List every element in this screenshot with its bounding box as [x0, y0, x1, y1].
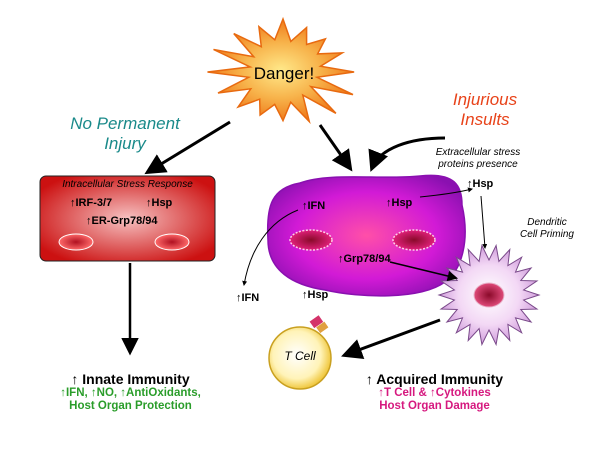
- cell-hsp-label: ↑Hsp: [386, 197, 413, 209]
- injurious-line2: Insults: [460, 109, 510, 129]
- extracellular-hsp-label: ↑Hsp: [467, 178, 494, 190]
- arrow-dendritic-to-tcell: [341, 318, 441, 360]
- acquired-immunity-block: ↑ Acquired Immunity ↑T Cell & ↑Cytokines…: [342, 371, 527, 414]
- no-permanent-injury-label: No Permanent Injury: [60, 114, 190, 153]
- cell-nucleus-left: [289, 229, 333, 251]
- extracellular-line2: proteins presence: [438, 158, 518, 170]
- extracellular-line1: Extracellular stress: [435, 147, 521, 158]
- dendritic-label: Dendritic Cell Priming: [505, 217, 589, 240]
- dendritic-line2: Cell Priming: [520, 228, 574, 240]
- danger-label: Danger!: [253, 64, 315, 83]
- floating-hsp-label: ↑Hsp: [302, 289, 329, 301]
- acquired-title: ↑ Acquired Immunity: [365, 371, 504, 387]
- intra-hsp-label: ↑Hsp: [146, 197, 173, 209]
- cell-nucleus-right: [392, 229, 436, 251]
- arrow-cell-to-ifn: [242, 209, 299, 286]
- cell-ifn-label: ↑IFN: [302, 200, 326, 212]
- arrow-danger-to-cell: [318, 124, 353, 172]
- intracellular-title: Intracellular Stress Response: [62, 179, 193, 190]
- arrow-grp-to-dendritic: [389, 261, 459, 282]
- arrow-insults-to-cell: [368, 136, 446, 172]
- no-injury-line1: No Permanent: [70, 114, 180, 133]
- arrow-extracellular-to-dendritic: [480, 195, 488, 249]
- arrow-danger-to-intracellular: [144, 120, 231, 175]
- innate-title: ↑ Innate Immunity: [71, 371, 190, 387]
- t-cell-label: T Cell: [284, 349, 316, 363]
- floating-ifn-label: ↑IFN: [236, 292, 260, 304]
- t-cell-receptor-icon: [309, 315, 329, 334]
- extracellular-label: Extracellular stress proteins presence: [412, 147, 544, 170]
- er-grp-label: ↑ER-Grp78/94: [86, 215, 158, 227]
- acquired-line2: Host Organ Damage: [379, 400, 490, 413]
- danger-burst: [207, 16, 355, 125]
- innate-immunity-block: ↑ Innate Immunity ↑IFN, ↑NO, ↑AntiOxidan…: [28, 371, 233, 414]
- dendritic-line1: Dendritic: [527, 217, 567, 228]
- acquired-line1: ↑T Cell & ↑Cytokines: [378, 387, 491, 400]
- intra-nucleus-left: [58, 233, 94, 251]
- injurious-insults-label: Injurious Insults: [430, 90, 540, 129]
- injurious-line1: Injurious: [452, 90, 518, 109]
- innate-line2: Host Organ Protection: [69, 400, 192, 413]
- irf-label: ↑IRF-3/7: [70, 197, 113, 209]
- arrow-hsp-to-extracellular: [419, 187, 473, 198]
- intra-nucleus-right: [154, 233, 190, 251]
- dendritic-nucleus: [473, 282, 505, 308]
- t-cell: [268, 326, 332, 390]
- no-injury-line2: Injury: [104, 133, 146, 153]
- cell-grp-label: ↑Grp78/94: [338, 253, 391, 265]
- innate-line1: ↑IFN, ↑NO, ↑AntiOxidants,: [60, 387, 201, 400]
